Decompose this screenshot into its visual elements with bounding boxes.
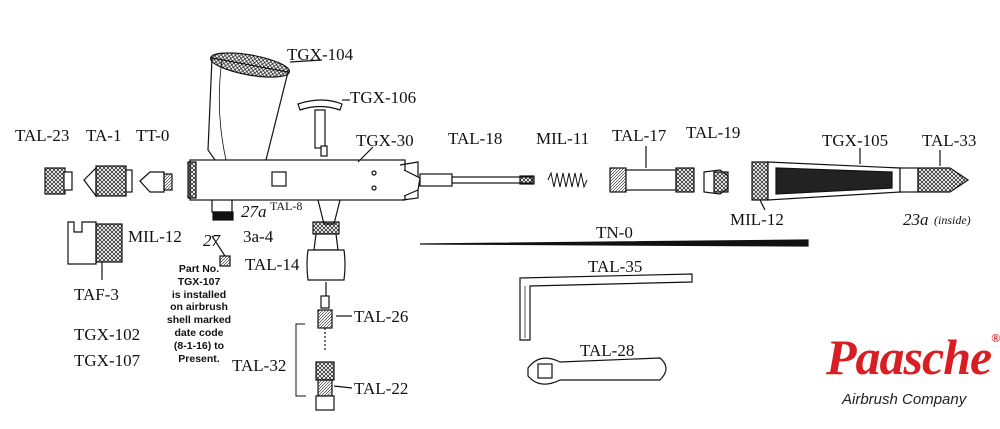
ta-1-part <box>83 165 133 198</box>
valve-stem-stack <box>315 295 335 411</box>
label-tal-23: TAL-23 <box>15 126 70 145</box>
label-tgx-30: TGX-30 <box>356 131 414 150</box>
gravity-cup <box>207 52 291 173</box>
label-tgx-105: TGX-105 <box>822 131 889 150</box>
tal-18-part <box>403 169 535 197</box>
label-tal-17: TAL-17 <box>612 126 667 145</box>
brand-name: Paasche <box>826 329 992 385</box>
label-tal-33: TAL-33 <box>922 131 977 150</box>
tal-35-hex-key <box>519 273 693 341</box>
label-tal-35: TAL-35 <box>588 257 643 276</box>
label-tal-14: TAL-14 <box>245 255 300 274</box>
tn-0-needle <box>419 239 809 247</box>
tgx-107-note: Part No. TGX-107 is installed on airbrus… <box>148 263 250 365</box>
valve-assembly <box>306 221 346 300</box>
label-tgx-107: TGX-107 <box>74 352 141 369</box>
label-tal-28: TAL-28 <box>580 341 635 360</box>
label-tn-0: TN-0 <box>596 223 633 242</box>
registered-mark: ® <box>991 331 1000 345</box>
label-tgx-104: TGX-104 <box>287 45 354 64</box>
label-tal-22: TAL-22 <box>354 379 409 398</box>
tal-28-wrench <box>527 357 667 385</box>
airbrush-body <box>187 159 419 225</box>
spring <box>547 171 588 189</box>
note-line: TGX-107 <box>177 275 221 288</box>
label-3a-4: 3a-4 <box>243 227 274 246</box>
note-line: date code <box>174 326 224 339</box>
cup-lid-part <box>297 99 343 157</box>
note-line: (8-1-16) to <box>173 339 225 352</box>
brand-tagline: Airbrush Company <box>842 391 967 408</box>
label-mil-11: MIL-11 <box>536 129 590 148</box>
label-inside: (inside) <box>934 213 971 227</box>
label-tgx-106: TGX-106 <box>350 88 417 107</box>
tal-17-part <box>609 167 695 193</box>
label-ta-1: TA-1 <box>86 126 122 145</box>
label-taf-3: TAF-3 <box>74 285 119 304</box>
note-line: shell marked <box>166 314 232 327</box>
tal-23-part <box>44 167 73 195</box>
label-tal-8: TAL-8 <box>270 199 303 213</box>
note-line: Part No. <box>178 263 220 275</box>
label-mil-12-right: MIL-12 <box>730 210 784 229</box>
paasche-logo: Paasche® <box>826 329 1000 385</box>
label-27: 27 <box>203 231 220 250</box>
tal-19-part <box>703 169 729 195</box>
tgx-105-handle <box>751 161 970 201</box>
taf-3-part <box>67 221 123 265</box>
label-tal-18: TAL-18 <box>448 129 503 148</box>
label-mil-12-left: MIL-12 <box>128 227 182 246</box>
label-tal-26: TAL-26 <box>354 307 409 326</box>
label-tt-0: TT-0 <box>136 126 170 145</box>
note-line: is installed <box>171 288 227 301</box>
label-tgx-102: TGX-102 <box>74 325 141 344</box>
label-tal-32: TAL-32 <box>232 356 287 375</box>
label-tal-19: TAL-19 <box>686 123 741 142</box>
label-27a: 27a <box>241 202 267 221</box>
note-line: on airbrush <box>170 301 228 314</box>
note-line: Present. <box>178 352 220 365</box>
label-23a: 23a <box>903 210 929 229</box>
tt-0-part <box>139 171 173 193</box>
